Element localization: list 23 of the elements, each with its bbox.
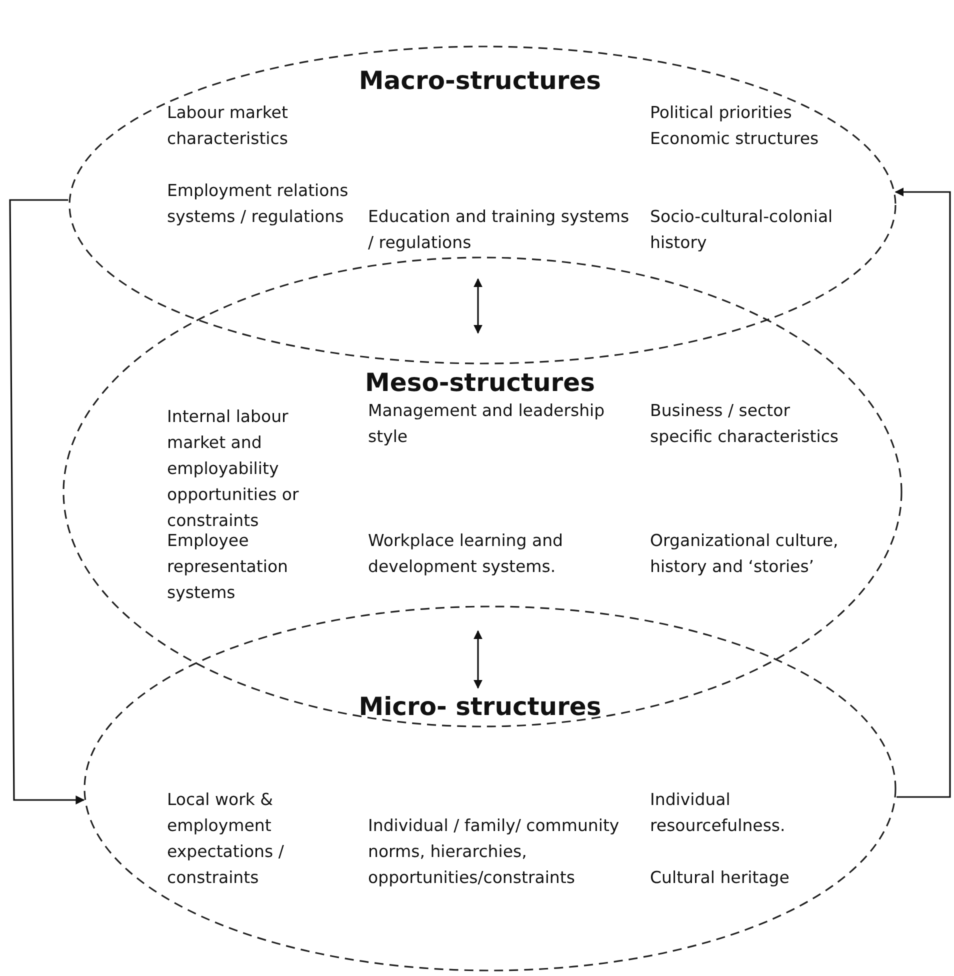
- factor-text: Organizational culture, history and ‘stories’: [650, 530, 840, 578]
- double-arrow: [474, 278, 482, 334]
- level-heading: Meso-structures: [364, 368, 596, 398]
- factor-text: Workplace learning and development systems.: [368, 530, 564, 578]
- level-heading: Micro- structures: [358, 692, 602, 722]
- feedback-arrow: [894, 188, 951, 798]
- factor-text: Individual / family/ community norms, hierarchies, opportunities/constraints: [368, 815, 620, 889]
- factor-text: Management and leadership style: [368, 400, 606, 448]
- feedback-arrow: [9, 199, 85, 804]
- factor-text: Business / sector specific characteristics: [650, 400, 840, 448]
- factor-text: Education and training systems / regulations: [368, 206, 630, 254]
- factor-text: Individual resourcefulness.: [650, 789, 786, 837]
- factor-text: Employment relations systems / regulations: [167, 180, 350, 228]
- factor-text: Employee representation systems: [167, 530, 290, 604]
- level-heading: Macro-structures: [358, 66, 602, 96]
- factor-text: Internal labour market and employability opportunities or constraints: [167, 406, 300, 532]
- factor-text: Cultural heritage: [650, 867, 790, 889]
- factor-text: Socio-cultural-colonial history: [650, 206, 834, 254]
- factor-text: Local work & employment expectations / constraints: [167, 789, 285, 889]
- factor-text: Economic structures: [650, 128, 820, 150]
- factor-text: Labour market characteristics: [167, 102, 289, 150]
- double-arrow: [474, 630, 482, 689]
- factor-text: Political priorities: [650, 102, 793, 124]
